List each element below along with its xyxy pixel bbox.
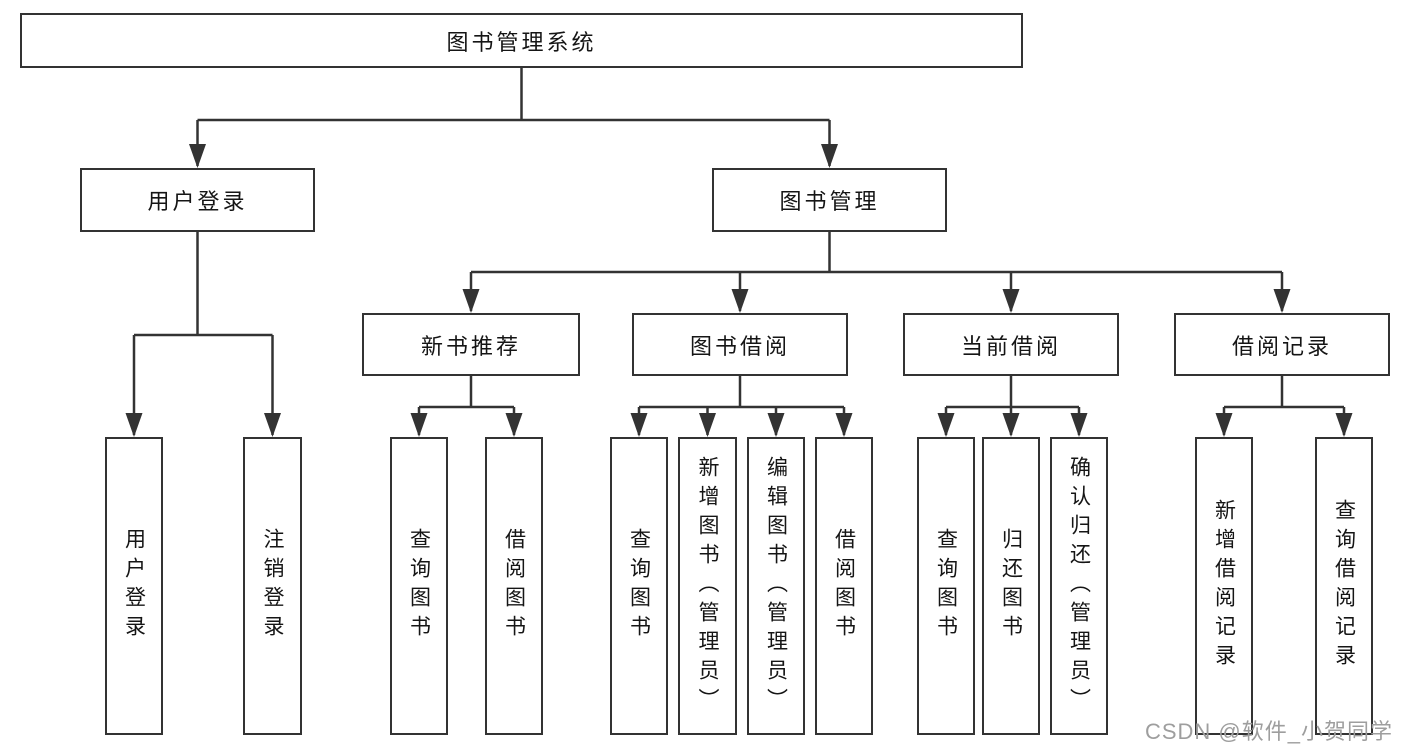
- node-label: 新书推荐: [420, 333, 521, 359]
- connector-book-mgmt-to-level3: [462, 232, 1291, 313]
- node-label: 归还图书: [999, 528, 1023, 644]
- node-label: 注销登录: [261, 528, 284, 644]
- node-label: 当前借阅: [960, 333, 1061, 359]
- node-label: 用户登录: [147, 189, 248, 214]
- csdn-watermark: CSDN @软件_小贺同学: [1144, 719, 1393, 744]
- node-book-borrowing: 图书借阅: [632, 313, 848, 376]
- node-label: 查询借阅记录: [1332, 499, 1356, 673]
- node-leaf-add-books-admin: 新增图书（管理员）: [678, 437, 737, 735]
- node-label: 编辑图书（管理员）: [764, 455, 788, 717]
- node-label: 查询图书: [407, 528, 431, 644]
- node-book-management: 图书管理: [712, 168, 947, 232]
- node-leaf-query-books-current: 查询图书: [917, 437, 975, 735]
- node-leaf-query-books-borrowing: 查询图书: [610, 437, 668, 735]
- node-root-label: 图书管理系统: [446, 29, 597, 55]
- node-root-system: 图书管理系统: [20, 13, 1023, 68]
- node-user-login-group: 用户登录: [80, 168, 315, 232]
- node-label: 借阅图书: [502, 528, 526, 644]
- node-leaf-query-books-recommend: 查询图书: [390, 437, 448, 735]
- node-leaf-edit-books-admin: 编辑图书（管理员）: [747, 437, 805, 735]
- node-label: 新增借阅记录: [1212, 499, 1236, 673]
- node-label: 图书借阅: [689, 333, 790, 359]
- node-new-book-recommend: 新书推荐: [362, 313, 580, 376]
- node-label: 借阅记录: [1231, 333, 1332, 359]
- node-leaf-borrow-books-recommend: 借阅图书: [485, 437, 543, 735]
- node-label: 新增图书（管理员）: [696, 455, 719, 717]
- node-leaf-return-books: 归还图书: [982, 437, 1040, 735]
- node-label: 确认归还（管理员）: [1067, 455, 1091, 717]
- connector-root-to-level2: [189, 68, 838, 168]
- node-leaf-add-borrow-record: 新增借阅记录: [1195, 437, 1253, 735]
- node-leaf-confirm-return-admin: 确认归还（管理员）: [1050, 437, 1108, 735]
- node-label: 借阅图书: [832, 528, 856, 644]
- node-borrowing-records: 借阅记录: [1174, 313, 1390, 376]
- node-leaf-logout: 注销登录: [243, 437, 302, 735]
- connector-borrowing-to-leaves: [630, 376, 853, 437]
- connector-records-to-leaves: [1215, 376, 1353, 437]
- connector-recommend-to-leaves: [410, 376, 523, 437]
- node-label: 用户登录: [122, 528, 146, 644]
- connector-user-login-to-leaves: [125, 232, 281, 437]
- node-label: 查询图书: [627, 528, 651, 644]
- node-leaf-user-login: 用户登录: [105, 437, 163, 735]
- node-leaf-borrow-books: 借阅图书: [815, 437, 873, 735]
- node-label: 图书管理: [779, 189, 880, 214]
- node-leaf-query-borrow-record: 查询借阅记录: [1315, 437, 1373, 735]
- connector-current-to-leaves: [937, 376, 1088, 437]
- node-label: 查询图书: [934, 528, 958, 644]
- node-current-borrowing: 当前借阅: [903, 313, 1119, 376]
